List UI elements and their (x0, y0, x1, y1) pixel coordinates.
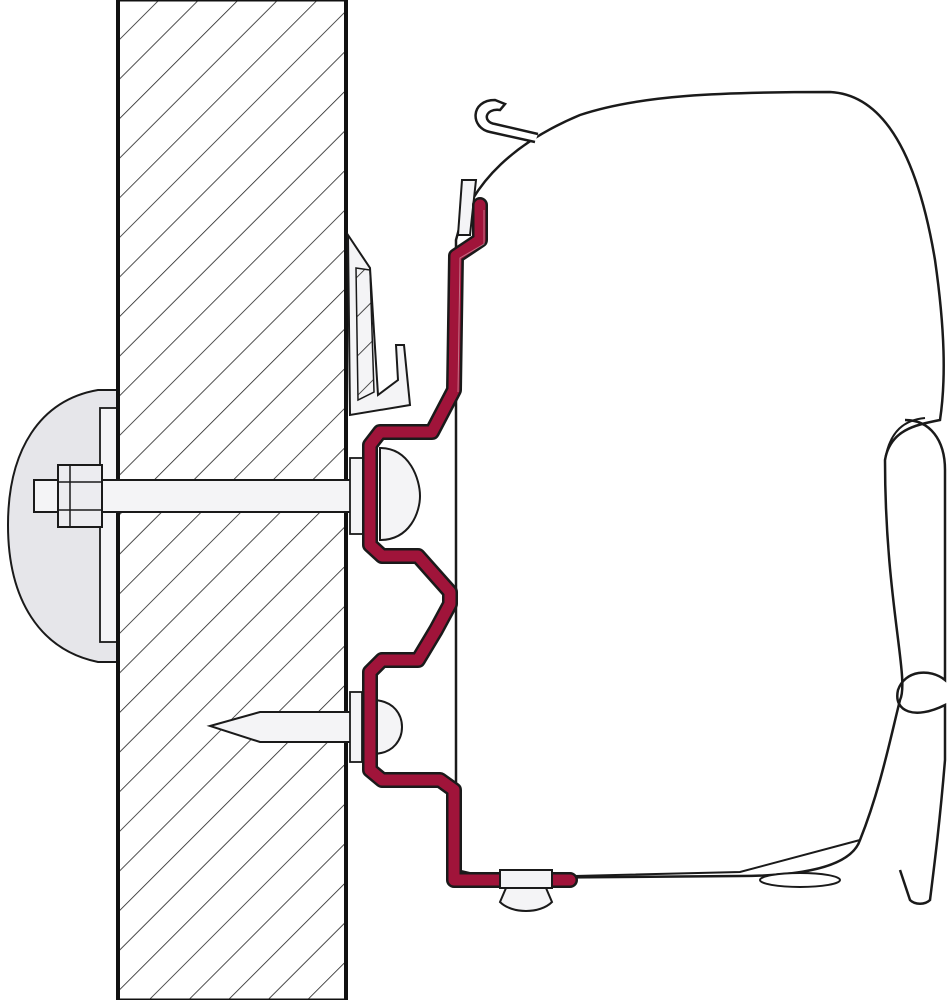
bottom-fixing-screw (498, 869, 554, 912)
cassette-front-panel (896, 418, 947, 905)
wood-screw (206, 691, 404, 763)
hex-nut (57, 464, 103, 528)
top-hook (474, 98, 539, 144)
bolt-head-cap (379, 446, 422, 542)
awning-cassette (454, 90, 945, 880)
